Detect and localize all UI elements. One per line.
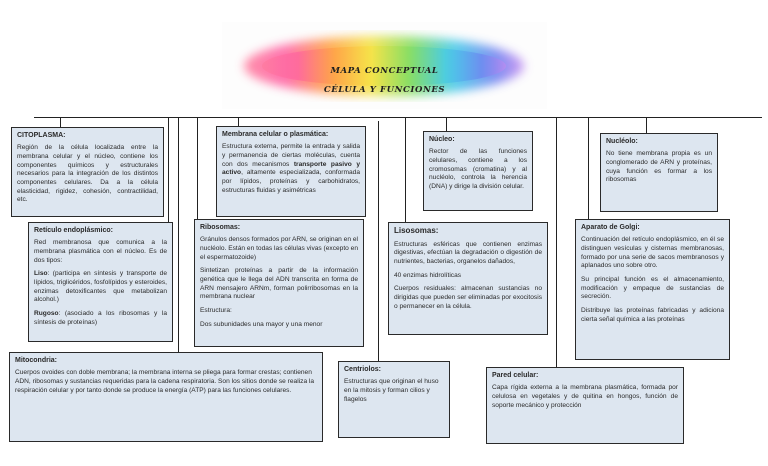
- box-pared-title: Pared celular:: [492, 372, 539, 379]
- connector-lisosomas: [405, 117, 406, 223]
- connector-citoplasma: [60, 117, 61, 127]
- connector-centriolos: [378, 121, 379, 361]
- box-centriolos: Centriolos: Estructuras que originan el …: [338, 361, 450, 438]
- box-lisosomas-p1: Estructuras esféricas que contienen enzi…: [394, 240, 542, 265]
- connector-nucleo: [446, 117, 447, 131]
- box-centriolos-title: Centriolos:: [344, 366, 381, 373]
- box-lisosomas: Lisosomas: Estructuras esféricas que con…: [388, 222, 548, 335]
- box-ribosomas-title: Ribosomas:: [200, 224, 241, 231]
- title-line-2: CÉLULA Y FUNCIONES: [323, 85, 446, 95]
- box-centriolos-text: Estructuras que originan el huso en la m…: [344, 378, 439, 403]
- box-ribosomas-p4: Dos subunidades una mayor y una menor: [200, 320, 323, 328]
- box-mitocondria-title: Mitocondria:: [15, 357, 57, 364]
- connector-nucleolo: [646, 117, 647, 133]
- box-mitocondria: Mitocondria: Cuerpos ovoides con doble m…: [9, 352, 323, 442]
- title-line-1: MAPA CONCEPTUAL: [330, 66, 439, 76]
- box-reticulo: Retículo endoplásmico: Red membranosa qu…: [28, 222, 173, 342]
- box-membrana-bold: transporte pasivo y activo: [222, 160, 360, 177]
- box-ribosomas-p3: Estructura:: [200, 307, 232, 315]
- box-membrana-body: Estructura externa, permite la entrada y…: [222, 143, 360, 195]
- box-lisosomas-p3: Cuerpos residuales: almacenan sustancias…: [394, 285, 542, 310]
- liso-text: : (participa en síntesis y transporte de…: [34, 270, 167, 304]
- box-nucleo: Núcleo: Rector de las funciones celulare…: [423, 131, 533, 211]
- box-ribosomas-p1: Gránulos densos formados por ARN, se ori…: [200, 236, 358, 261]
- box-reticulo-liso: Liso: (participa en síntesis y transport…: [34, 270, 167, 305]
- box-reticulo-intro: Red membranosa que comunica a la membran…: [34, 239, 167, 264]
- box-nucleolo-text: No tiene membrana propia es un conglomer…: [606, 150, 712, 184]
- box-golgi-p1: Continuación del retículo endoplásmico, …: [581, 236, 724, 270]
- box-nucleolo: Nucléolo: No tiene membrana propia es un…: [600, 133, 718, 212]
- box-citoplasma-text: Región de la célula localizada entre la …: [17, 144, 158, 204]
- box-pared-text: Capa rígida externa a la membrana plasmá…: [492, 384, 678, 409]
- box-nucleo-text: Rector de las funciones celulares, conti…: [429, 148, 527, 191]
- box-membrana: Membrana celular o plasmática: Estructur…: [216, 126, 366, 217]
- box-lisosomas-title: Lisosomas:: [394, 226, 439, 235]
- box-nucleolo-title: Nucléolo:: [606, 138, 638, 145]
- box-golgi-title: Aparato de Golgi:: [581, 224, 640, 231]
- box-membrana-text-b: , altamente especializada, conformada po…: [222, 169, 360, 194]
- liso-label: Liso: [34, 270, 48, 278]
- top-connector: [34, 117, 762, 118]
- connector-mitocondria: [178, 117, 179, 352]
- connector-golgi: [588, 117, 589, 219]
- box-citoplasma: CITOPLASMA: Región de la célula localiza…: [11, 127, 164, 217]
- rugoso-text: : (asociado a los ribosomas y la síntesi…: [34, 310, 167, 326]
- connector-ribosomas: [197, 117, 198, 219]
- box-mitocondria-text: Cuerpos ovoides con doble membrana; la m…: [15, 369, 315, 394]
- box-reticulo-rugoso: Rugoso: (asociado a los ribosomas y la s…: [34, 310, 167, 327]
- box-ribosomas: Ribosomas: Gránulos densos formados por …: [194, 219, 364, 347]
- box-pared: Pared celular: Capa rígida externa a la …: [486, 367, 684, 444]
- box-ribosomas-p2: Sintetizan proteínas a partir de la info…: [200, 267, 358, 301]
- title-banner: MAPA CONCEPTUAL CÉLULA Y FUNCIONES: [222, 22, 547, 109]
- box-golgi-p2: Su principal función es el almacenamient…: [581, 276, 724, 301]
- connector-membrana: [238, 117, 239, 126]
- box-reticulo-title: Retículo endoplásmico:: [34, 227, 113, 234]
- box-citoplasma-title: CITOPLASMA:: [17, 132, 66, 139]
- connector-reticulo: [168, 117, 169, 222]
- watercolor-banner-graphic: [244, 36, 524, 96]
- box-golgi: Aparato de Golgi: Continuación del retíc…: [575, 219, 730, 360]
- box-membrana-text-a: Estructura externa, permite la entrada y…: [222, 143, 360, 168]
- box-membrana-title: Membrana celular o plasmática:: [222, 131, 329, 138]
- box-lisosomas-p2: 40 enzimas hidrolíticas: [394, 271, 462, 279]
- box-golgi-p3: Distribuye las proteínas fabricadas y ad…: [581, 307, 724, 323]
- rugoso-label: Rugoso: [34, 310, 59, 318]
- connector-pared: [556, 117, 557, 367]
- box-nucleo-title: Núcleo:: [429, 136, 455, 143]
